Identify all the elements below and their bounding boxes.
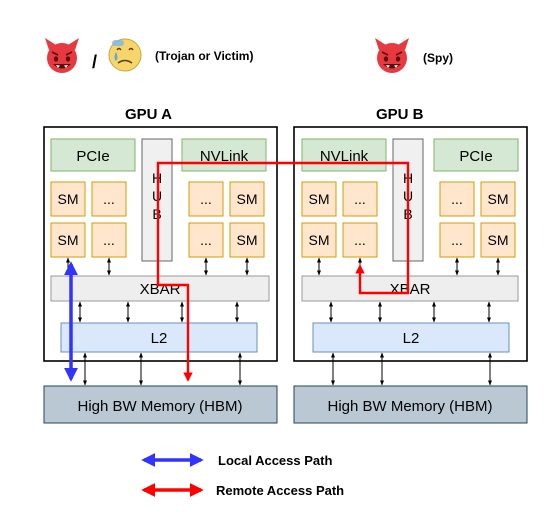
gpu-b-sm-5: [439, 181, 475, 217]
gpu-a-sm-5: [188, 181, 224, 217]
gpu-a-l2-label: L2: [151, 330, 168, 347]
gpu-b-nvlink-label: NVLink: [320, 148, 369, 165]
gpu-a-sm-7: [188, 222, 224, 258]
legend-remote-label: Remote Access Path: [216, 483, 344, 498]
gpu-a-sm-5-label: ...: [200, 191, 212, 207]
gpu-b-sm-4: [342, 222, 378, 258]
spy-devil-icon: [374, 37, 410, 74]
legend-local-label: Local Access Path: [218, 453, 332, 468]
gpu-b-sm-8-label: SM: [488, 232, 509, 248]
gpu-a-xbar-label: XBAR: [140, 281, 181, 298]
gpu-b-sm-1-label: SM: [309, 191, 330, 207]
gpu-b-pcie-label: PCIe: [459, 148, 492, 165]
remote-access-path-arrow: [156, 161, 410, 382]
gpu-a-sm-6: [229, 181, 265, 217]
gpu-a-hbm: [43, 385, 278, 424]
gpu-b-pcie-box: [433, 138, 519, 172]
gpu-a: GPU A PCIe NVLink H U B SM ... SM ... ..…: [43, 106, 278, 424]
gpu-b-hbm-label: High BW Memory (HBM): [327, 398, 492, 415]
gpu-b-nvlink-box: [301, 138, 387, 172]
gpu-a-pcie-label: PCIe: [76, 148, 109, 165]
gpu-b-sm-6-label: SM: [488, 191, 509, 207]
gpu-b-xbar-label: XBAR: [390, 281, 431, 298]
gpu-b-sm-5-label: ...: [451, 191, 463, 207]
gpu-b-sm-3: [301, 222, 337, 258]
gpu-a-sm-4: [91, 222, 127, 258]
gpu-b-sm-2: [342, 181, 378, 217]
gpu-b-sm-2-label: ...: [354, 191, 366, 207]
spy-label: (Spy): [423, 51, 453, 65]
gpu-b-sm-7-label: ...: [451, 232, 463, 248]
gpu-a-nvlink-label: NVLink: [200, 148, 249, 165]
gpu-a-sm-3: [50, 222, 86, 258]
gpu-a-nvlink-box: [181, 138, 267, 172]
gpu-a-title: GPU A: [125, 106, 172, 123]
gpu-b-sm-7: [439, 222, 475, 258]
gpu-b-sm-6: [480, 181, 516, 217]
gpu-b-sm-3-label: SM: [309, 232, 330, 248]
gpu-b: GPU B NVLink PCIe H U B SM ... SM ... ..…: [293, 106, 528, 424]
gpu-a-sm-2-label: ...: [103, 191, 115, 207]
gpu-a-sm-1-label: SM: [58, 191, 79, 207]
trojan-victim-label: (Trojan or Victim): [155, 49, 253, 63]
gpu-a-sm-8: [229, 222, 265, 258]
icon-separator: /: [92, 52, 97, 72]
gpu-a-hbm-label: High BW Memory (HBM): [77, 398, 242, 415]
gpu-b-l2-label: L2: [403, 330, 420, 347]
gpu-a-sm-3-label: SM: [58, 232, 79, 248]
gpu-b-sm-1: [301, 181, 337, 217]
gpu-a-sm-1: [50, 181, 86, 217]
gpu-b-hbm: [293, 385, 528, 424]
gpu-b-sm-8: [480, 222, 516, 258]
gpu-a-sm-8-label: SM: [237, 232, 258, 248]
victim-crying-face-icon: [108, 38, 142, 72]
gpu-a-sm-7-label: ...: [200, 232, 212, 248]
gpu-a-pcie-box: [50, 138, 136, 172]
gpu-b-title: GPU B: [376, 106, 424, 123]
gpu-a-sm-4-label: ...: [103, 232, 115, 248]
gpu-a-sm-2: [91, 181, 127, 217]
gpu-b-sm-4-label: ...: [354, 232, 366, 248]
trojan-devil-icon: [44, 37, 80, 74]
gpu-a-sm-6-label: SM: [237, 191, 258, 207]
